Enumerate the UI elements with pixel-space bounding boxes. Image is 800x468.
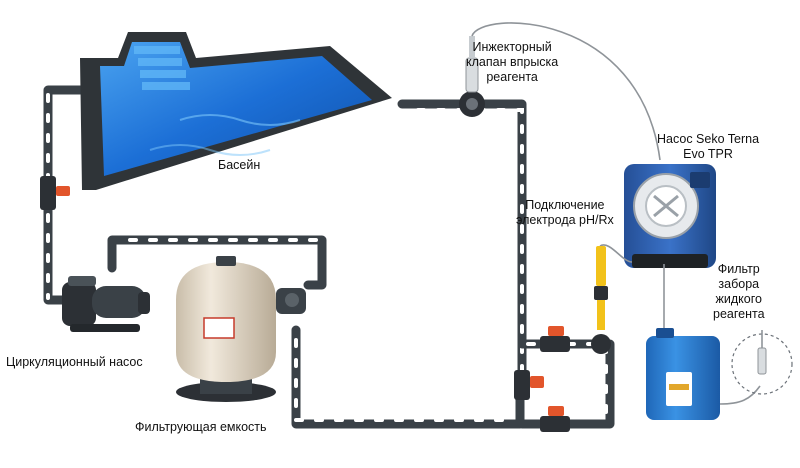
dosing-pump-label-line-2: Evo TPR	[683, 147, 733, 161]
injector-label-line-2: клапан впрыска	[466, 55, 559, 69]
filter-tank-label: Фильтрующая емкость	[135, 420, 267, 434]
reagent-filter-label-line-2: забора	[718, 277, 760, 291]
dosing-pump-label-line-1: Насос Seko Terna	[657, 132, 760, 146]
injector-label-line-3: реагента	[486, 70, 538, 84]
dosing-pump-label: Насос Seko Terna Evo TPR	[657, 132, 759, 162]
reagent-canister-icon	[646, 264, 720, 420]
pool-label: Басейн	[218, 158, 261, 172]
valve-bypass-bottom[interactable]	[540, 406, 570, 432]
injection-valve-icon	[459, 36, 485, 117]
electrode-label: Подключение электрода pH/Rx	[516, 198, 614, 228]
reagent-filter-label-line-3: жидкого	[715, 292, 762, 306]
injector-label-line-1: Инжекторный	[472, 40, 552, 54]
reagent-filter-label: Фильтр забора жидкого реагента	[713, 262, 765, 322]
valve-left[interactable]	[40, 176, 70, 210]
valve-riser[interactable]	[514, 370, 544, 400]
injector-hose	[471, 22, 661, 161]
ph-probe-icon	[591, 244, 633, 354]
reagent-filter-label-line-1: Фильтр	[717, 262, 760, 276]
pool-steps	[134, 46, 190, 90]
dosing-pump-icon	[624, 164, 716, 268]
foot-filter-icon	[719, 330, 793, 405]
swimming-pool	[80, 32, 392, 190]
reagent-filter-label-line-4: реагента	[713, 307, 765, 321]
pump-icon	[62, 276, 150, 332]
sand-filter-icon	[176, 256, 306, 402]
injector-label: Инжекторный клапан впрыска реагента	[466, 40, 558, 85]
circulation-pump-label: Циркуляционный насос	[6, 355, 143, 369]
electrode-label-line-1: Подключение	[525, 198, 605, 212]
valve-bypass-top[interactable]	[540, 326, 570, 352]
electrode-label-line-2: электрода pH/Rx	[516, 213, 614, 227]
